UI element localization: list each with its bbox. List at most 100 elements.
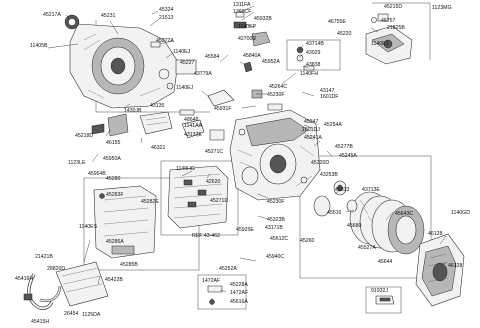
label-1472AF-a: 1472AF [202, 278, 220, 284]
label-45954B: 45954B [88, 171, 106, 177]
oil-cooler-hoses [23, 261, 109, 310]
label-45286A: 45286A [106, 239, 124, 245]
label-45320D: 45320D [311, 160, 329, 166]
label-46755E: 46755E [328, 19, 346, 25]
label-45527A: 45527A [358, 245, 376, 251]
label-45324: 45324 [159, 7, 174, 13]
label-45813: 45813 [335, 187, 350, 193]
label-45231: 45231 [101, 13, 116, 19]
label-43838: 43838 [306, 62, 321, 68]
label-45644: 45644 [378, 259, 393, 265]
label-45950A: 45950A [103, 156, 121, 162]
label-45282E: 45282E [141, 199, 159, 205]
label-45252A: 45252A [219, 266, 237, 272]
label-45932B: 45932B [254, 16, 272, 22]
clutch-pack [313, 180, 425, 255]
label-21825B: 21825B [387, 25, 405, 31]
label-45422B: 45422B [105, 277, 123, 283]
label-45940C: 45940C [266, 254, 284, 260]
label-45285B: 45285B [120, 262, 138, 268]
label-1472AF-b: 1472AF [230, 290, 248, 296]
label-1140HG: 1140HG [176, 166, 195, 172]
label-43137E: 43137E [184, 132, 202, 138]
callout-labels: 45217A 45231 21513 45324 1311FA 1360CF 4… [15, 2, 470, 325]
frame-sensor-box [197, 274, 247, 310]
label-26454: 26454 [64, 311, 79, 317]
label-1140ES: 1140ES [79, 224, 98, 230]
label-46321: 46321 [151, 145, 166, 151]
side-cover [415, 233, 465, 307]
label-1140EJ-c: 1140EJ [176, 85, 194, 91]
leader-lines [47, 5, 447, 302]
label-42700E: 42700E [238, 36, 256, 42]
label-45323B: 45323B [267, 217, 285, 223]
label-45272A: 45272A [156, 38, 174, 44]
upper-small-parts [150, 11, 283, 116]
label-45612C: 45612C [270, 236, 288, 242]
frame-91932J [365, 286, 402, 314]
label-45616A: 45616A [230, 299, 248, 305]
label-45643C: 45643C [395, 211, 413, 217]
oil-pump [365, 13, 413, 65]
frame-solenoid-group [160, 160, 239, 236]
label-45931F: 45931F [214, 106, 232, 112]
label-42620: 42620 [206, 179, 221, 185]
label-1123LE: 1123LE [68, 160, 86, 166]
label-45220: 45220 [337, 31, 352, 37]
label-45230F-b: 45230F [267, 199, 285, 205]
sensor-bracket-parts [296, 46, 315, 71]
label-48648: 48648 [184, 117, 199, 123]
transmission-case [229, 109, 321, 201]
label-46128-b: 46128 [448, 263, 463, 269]
label-11405B: 11405B [30, 43, 48, 49]
label-1125DA: 1125DA [82, 312, 101, 318]
sensor-box-parts [207, 285, 223, 305]
label-45680: 45680 [347, 223, 362, 229]
connector-91932J [375, 295, 395, 305]
label-45952A: 45952A [262, 59, 280, 65]
label-91932J: 91932J [371, 288, 388, 294]
label-1601DF: 1601DF [320, 94, 338, 100]
label-43135: 43135 [150, 103, 165, 109]
converter-housing [69, 23, 179, 109]
label-45218D: 45218D [75, 133, 93, 139]
label-45228A: 45228A [230, 282, 248, 288]
label-21513: 21513 [159, 15, 174, 21]
label-1140EJ-b: 1140EJ [371, 41, 389, 47]
label-1123MG: 1123MG [432, 5, 452, 11]
label-45840A: 45840A [243, 53, 261, 59]
label-45347: 45347 [304, 119, 319, 125]
label-43713E: 43713E [362, 187, 380, 193]
label-21421B: 21421B [35, 254, 53, 260]
label-43779A: 43779A [194, 71, 212, 77]
label-45925E: 45925E [236, 227, 254, 233]
label-45230F-a: 45230F [267, 92, 285, 98]
label-45264C: 45264C [269, 84, 287, 90]
label-1140FH: 1140FH [300, 71, 318, 77]
label-1311FA: 1311FA [233, 2, 251, 8]
label-1140EP: 1140EP [238, 24, 257, 30]
frame-clutch-group [299, 155, 432, 279]
label-46128-a: 46128 [428, 231, 443, 237]
label-1430JB: 1430JB [124, 108, 142, 114]
label-45415H: 45415H [31, 319, 49, 325]
label-43929: 43929 [306, 50, 321, 56]
label-1141AA: 1141AA [184, 123, 203, 129]
label-45241A: 45241A [304, 135, 322, 141]
label-45271C: 45271C [205, 149, 223, 155]
label-45254A: 45254A [324, 122, 342, 128]
label-45217A: 45217A [43, 12, 61, 18]
label-1140GD: 1140GD [451, 210, 470, 216]
label-43253B: 43253B [320, 172, 338, 178]
label-45215D: 45215D [384, 4, 402, 10]
label-45283F: 45283F [106, 192, 124, 198]
frame-oil-pump [372, 2, 431, 60]
label-REF-43-462: REF 43-462 [192, 233, 220, 239]
valve-body [167, 165, 229, 229]
label-45280: 45280 [106, 176, 121, 182]
label-28820D: 28820D [47, 266, 65, 272]
oil-pan [93, 185, 157, 259]
label-1601DJ: 1601DJ [302, 127, 320, 133]
label-1140EJ-a: 1140EJ [173, 49, 191, 55]
